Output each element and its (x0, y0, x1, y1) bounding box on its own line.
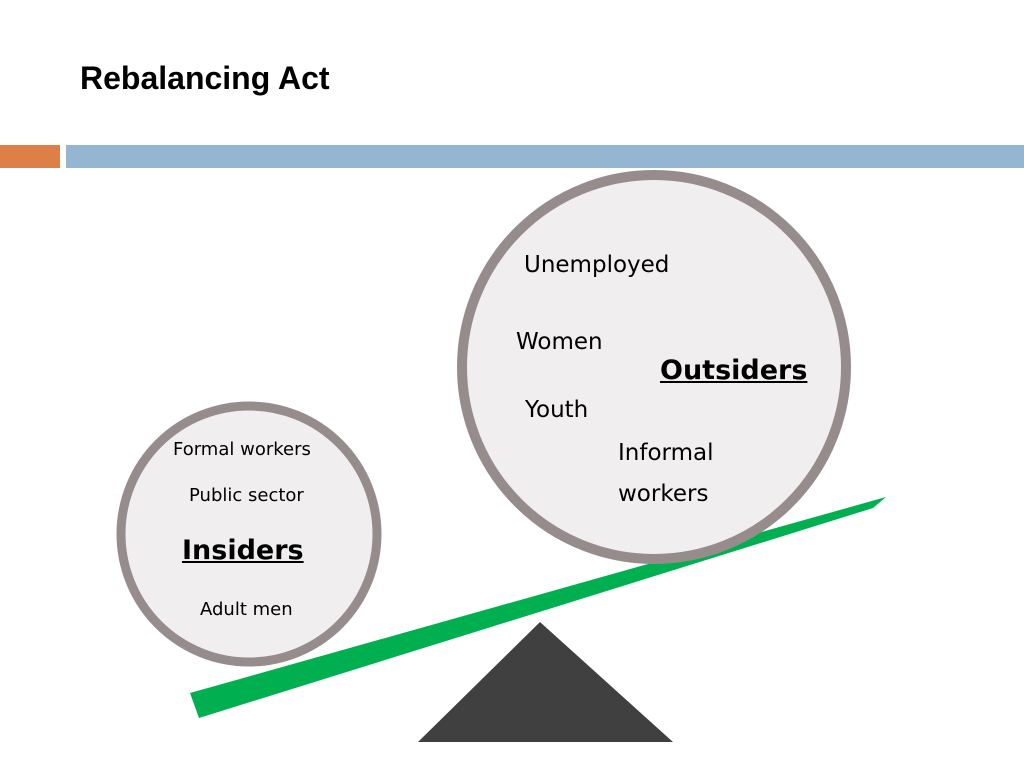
outsiders-item-workers: workers (618, 481, 709, 507)
insiders-circle (116, 401, 382, 667)
insiders-item-adult-men: Adult men (200, 599, 293, 620)
outsiders-item-youth: Youth (525, 397, 589, 423)
fulcrum-triangle (418, 622, 673, 742)
insiders-heading: Insiders (182, 535, 304, 566)
accent-bar-orange (0, 145, 60, 168)
slide-title: Rebalancing Act (80, 60, 330, 96)
outsiders-heading: Outsiders (660, 355, 808, 386)
outsiders-item-informal: Informal (618, 440, 714, 466)
insiders-item-formal-workers: Formal workers (173, 439, 311, 460)
outsiders-item-unemployed: Unemployed (524, 252, 670, 278)
outsiders-circle (457, 170, 851, 564)
insiders-item-public-sector: Public sector (189, 485, 304, 506)
outsiders-item-women: Women (516, 329, 603, 355)
accent-bar-blue (66, 145, 1024, 168)
